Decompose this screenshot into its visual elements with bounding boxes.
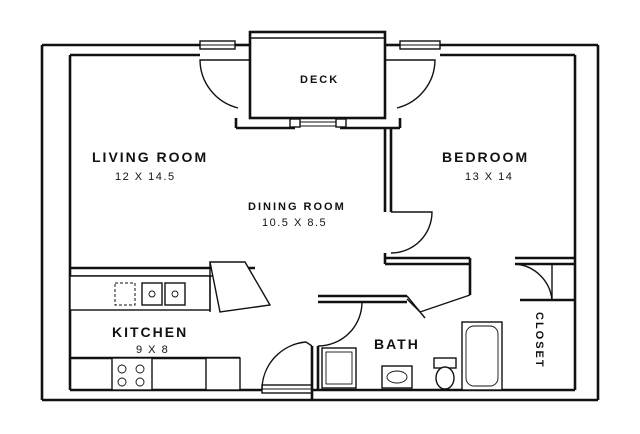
bath-fixtures: [321, 321, 503, 391]
living-room-label: LIVING ROOM: [92, 149, 208, 165]
dining-room-dimensions: 10.5 X 8.5: [262, 217, 327, 229]
dining-room-label: DINING ROOM: [248, 201, 346, 213]
kitchen-label: KITCHEN: [112, 324, 188, 340]
kitchen-cabinets: [69, 261, 272, 391]
deck-label: DECK: [300, 74, 339, 86]
living-room-dimensions: 12 X 14.5: [115, 171, 176, 183]
kitchen-dimensions: 9 X 8: [136, 344, 169, 356]
exterior-walls: [40, 43, 600, 402]
bath-label: BATH: [374, 336, 420, 352]
bedroom-label: BEDROOM: [442, 149, 529, 165]
interior-walls: [261, 128, 575, 400]
room-labels: LIVING ROOM 12 X 14.5 BEDROOM 13 X 14 DI…: [92, 149, 545, 369]
bedroom-dimensions: 13 X 14: [465, 171, 513, 183]
closet-label: CLOSET: [533, 312, 545, 369]
deck: DECK: [199, 30, 436, 130]
